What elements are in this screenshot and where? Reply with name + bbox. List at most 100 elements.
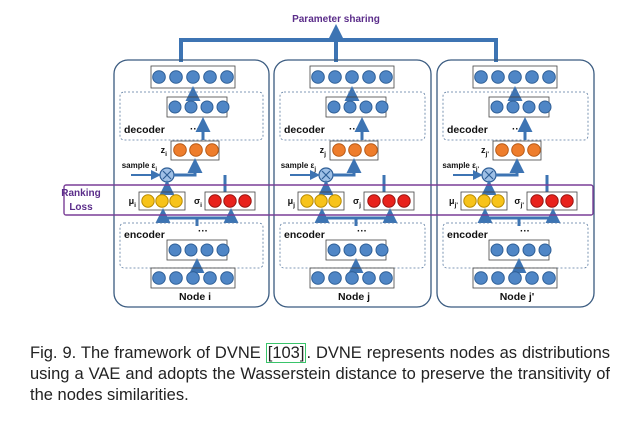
- sigma-label: σj': [514, 196, 524, 209]
- flow-arrow: [197, 208, 239, 223]
- input-neuron: [220, 271, 234, 285]
- latent-z-neuron: [173, 143, 187, 157]
- input-neuron: [169, 271, 183, 285]
- latent-z-label: zj: [320, 145, 327, 158]
- encoder-box: [442, 222, 589, 269]
- encoder-neuron: [375, 243, 389, 257]
- output-neuron: [311, 70, 325, 84]
- flow-arrow: [477, 208, 521, 226]
- encoder-neuron: [343, 243, 357, 257]
- sigma-neuron: [238, 194, 252, 208]
- decoder-box: [279, 91, 426, 141]
- encoder-label: encoder: [447, 229, 488, 241]
- sigma-neuron: [530, 194, 544, 208]
- latent-z-neuron: [332, 143, 346, 157]
- input-neuron: [186, 271, 200, 285]
- node-label: Node j: [338, 291, 370, 303]
- ellipsis-icon: ···: [520, 226, 530, 237]
- flow-arrow: [356, 208, 398, 223]
- flow-arrow: [519, 208, 561, 223]
- encoder-neuron: [200, 243, 214, 257]
- sigma-neuron: [367, 194, 381, 208]
- caption-reference-link[interactable]: [103]: [265, 343, 307, 363]
- ellipsis-icon: ···: [190, 124, 200, 135]
- encoder-neuron: [522, 243, 536, 257]
- encoder-label: encoder: [284, 229, 325, 241]
- encoder-neuron: [506, 243, 520, 257]
- node-panel: [273, 59, 432, 308]
- encoder-neuron: [490, 243, 504, 257]
- decoder-neuron: [327, 100, 341, 114]
- latent-z-neuron: [205, 143, 219, 157]
- mu-neuron: [328, 194, 342, 208]
- decoder-neuron: [538, 100, 552, 114]
- output-neuron: [203, 70, 217, 84]
- output-neuron: [525, 70, 539, 84]
- mu-neuron: [169, 194, 183, 208]
- encoder-neuron: [359, 243, 373, 257]
- decoder-label: decoder: [447, 124, 488, 136]
- node-panel: [436, 59, 595, 308]
- mu-label: μi: [129, 196, 137, 209]
- sigma-neuron: [382, 194, 396, 208]
- figure-caption: Fig. 9. The framework of DVNE [103]. DVN…: [30, 343, 610, 406]
- input-neuron: [508, 271, 522, 285]
- decoder-neuron: [184, 100, 198, 114]
- mu-label: μj': [449, 196, 458, 209]
- input-neuron: [379, 271, 393, 285]
- sigma-neuron: [208, 194, 222, 208]
- parameter-sharing-label: Parameter sharing: [292, 14, 380, 25]
- flow-connector: [174, 170, 197, 177]
- input-neuron: [328, 271, 342, 285]
- latent-z-neuron: [348, 143, 362, 157]
- latent-z-neuron: [495, 143, 509, 157]
- ellipsis-icon: ···: [357, 226, 367, 237]
- caption-prefix: Fig. 9. The framework of DVNE: [30, 344, 266, 362]
- output-neuron: [542, 70, 556, 84]
- mu-neuron: [491, 194, 505, 208]
- encoder-label: encoder: [124, 229, 165, 241]
- ellipsis-icon: ···: [198, 226, 208, 237]
- mu-neuron: [463, 194, 477, 208]
- output-neuron: [345, 70, 359, 84]
- decoder-neuron: [506, 100, 520, 114]
- latent-z-label: zj': [481, 145, 489, 158]
- sigma-neuron: [223, 194, 237, 208]
- decoder-neuron: [200, 100, 214, 114]
- encoder-neuron: [184, 243, 198, 257]
- decoder-box: [119, 91, 264, 141]
- output-neuron: [328, 70, 342, 84]
- input-layer-box: [472, 267, 558, 289]
- decoder-neuron: [343, 100, 357, 114]
- decoder-neuron: [359, 100, 373, 114]
- output-neuron: [220, 70, 234, 84]
- sample-epsilon-label: sample εj': [442, 161, 479, 173]
- latent-z-neuron: [189, 143, 203, 157]
- output-neuron: [362, 70, 376, 84]
- parameter-sharing-connector: [179, 24, 498, 62]
- flow-arrow: [314, 208, 358, 226]
- input-neuron: [152, 271, 166, 285]
- output-neuron: [169, 70, 183, 84]
- input-neuron: [542, 271, 556, 285]
- sample-epsilon-label: sample εi: [122, 161, 158, 173]
- mu-label: μj: [288, 196, 296, 209]
- mu-neuron: [155, 194, 169, 208]
- mu-neuron: [477, 194, 491, 208]
- output-neuron: [186, 70, 200, 84]
- ellipsis-icon: ···: [512, 124, 522, 135]
- input-neuron: [203, 271, 217, 285]
- decoder-neuron: [216, 100, 230, 114]
- decoder-label: decoder: [284, 124, 325, 136]
- decoder-label: decoder: [124, 124, 165, 136]
- input-layer-box: [309, 267, 395, 289]
- input-layer-box: [150, 267, 236, 289]
- node-label: Node i: [179, 291, 211, 303]
- encoder-neuron: [327, 243, 341, 257]
- decoder-neuron: [522, 100, 536, 114]
- decoder-box: [442, 91, 589, 141]
- input-neuron: [491, 271, 505, 285]
- node-label: Node j': [500, 291, 535, 303]
- ranking-loss-label: Loss: [69, 202, 93, 213]
